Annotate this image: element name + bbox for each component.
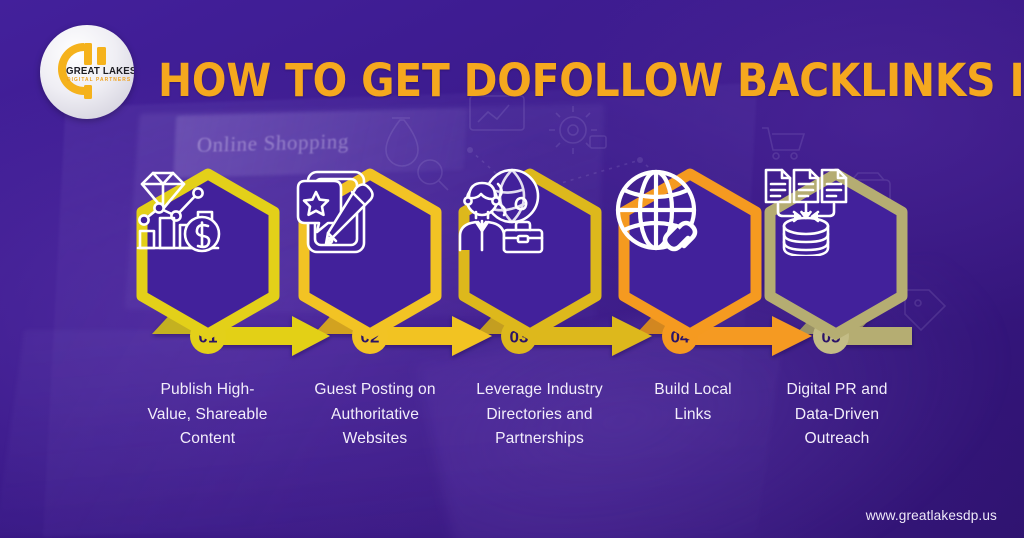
documents-to-database-icon	[764, 168, 848, 256]
step-icon-2	[294, 168, 446, 340]
step-caption-line: Directories and	[486, 405, 593, 423]
brand-logo: GREAT LAKES DIGITAL PARTNERS	[40, 25, 134, 119]
step-caption-line: Publish High-	[160, 381, 255, 398]
step-hexagon-1[interactable]	[132, 168, 284, 340]
step-caption-line: Value, Shareable	[147, 405, 268, 423]
step-hexagon-2[interactable]	[294, 168, 446, 340]
step-caption-line: Leverage Industry	[476, 381, 603, 398]
document-star-pen-icon	[296, 170, 374, 254]
step-caption-4: Build Local Links	[622, 378, 764, 427]
step-caption-line: Outreach	[804, 430, 870, 447]
step-caption-5: Digital PR and Data-Driven Outreach	[762, 378, 912, 452]
step-caption-line: Digital PR and	[786, 381, 888, 398]
logo-brand-tagline: DIGITAL PARTNERS	[67, 77, 132, 83]
step-caption-line: Authoritative	[331, 405, 419, 423]
step-caption-line: Content	[179, 430, 236, 447]
step-hexagon-5[interactable]	[760, 168, 912, 340]
step-caption-line: Websites	[342, 430, 408, 447]
step-icon-3	[454, 168, 606, 340]
step-caption-line: Data-Driven	[794, 405, 880, 423]
businessperson-globe-briefcase-icon	[458, 168, 544, 254]
logo-brand-name: GREAT LAKES	[66, 65, 134, 77]
step-caption-line: Build Local	[654, 381, 732, 398]
step-icon-4	[614, 168, 766, 340]
step-hexagon-4[interactable]	[614, 168, 766, 340]
step-caption-3: Leverage Industry Directories and Partne…	[451, 378, 628, 452]
step-caption-2: Guest Posting on Authoritative Websites	[289, 378, 461, 452]
step-caption-1: Publish High- Value, Shareable Content	[126, 378, 289, 452]
step-icon-1	[132, 168, 284, 340]
globe-chain-link-icon	[615, 169, 698, 252]
gem-bar-chart-dollar-icon	[136, 171, 221, 253]
step-icon-5	[760, 168, 912, 340]
step-hexagon-3[interactable]	[454, 168, 606, 340]
page-title: HOW TO GET DOFOLLOW BACKLINKS IN 2026	[158, 53, 1024, 107]
great-lakes-logo-icon	[58, 43, 106, 99]
step-hexagon-row	[0, 168, 1024, 343]
step-captions: Publish High- Value, Shareable Content G…	[0, 378, 1024, 458]
step-caption-line: Partnerships	[495, 430, 584, 447]
step-caption-line: Links	[674, 405, 712, 423]
website-url[interactable]: www.greatlakesdp.us	[865, 508, 997, 523]
step-caption-line: Guest Posting on	[314, 381, 436, 398]
